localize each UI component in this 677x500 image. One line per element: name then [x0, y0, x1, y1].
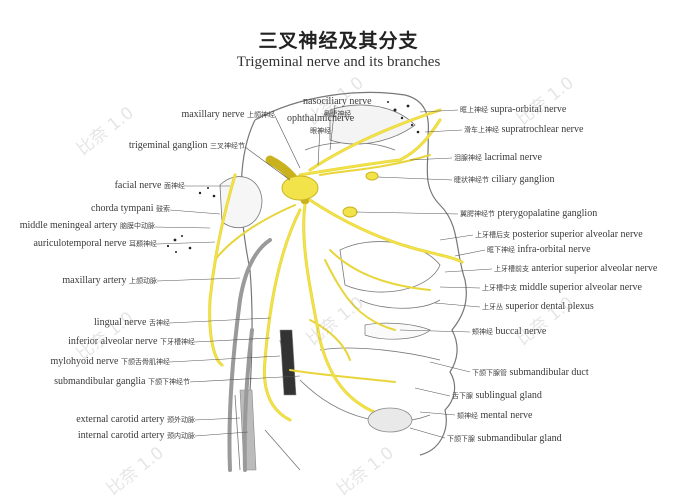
nerve-fill [208, 109, 463, 421]
label-buccal-nerve: 颊神经 buccal nerve [472, 326, 547, 337]
label-lacrimal-nerve: 泪腺神经 lacrimal nerve [454, 152, 542, 163]
label-superior-dental-plexus: 上牙丛 superior dental plexus [482, 301, 594, 312]
label-middle-meningeal-artery: middle meningeal artery 脑膜中动脉 [19, 220, 155, 231]
label-submandibular-duct: 下颌下腺管 submandibular duct [472, 367, 589, 378]
label-supratrochlear-nerve: 滑车上神经 supratrochlear nerve [464, 124, 584, 135]
label-chorda-tympani: chorda tympani 鼓索 [91, 203, 170, 214]
pterygopalatine-ganglion-shape [342, 206, 358, 218]
leader-lines-left [154, 115, 301, 437]
label-trigeminal-ganglion: trigeminal ganglion 三叉神经节 [128, 140, 245, 151]
label-facial-nerve: facial nerve 面神经 [114, 180, 185, 191]
label-sublingual-gland: 舌下腺 sublingual gland [452, 390, 542, 401]
label-maxillary-nerve: maxillary nerve 上颌神经 [181, 109, 275, 120]
title-chinese: 三叉神经及其分支 [258, 30, 419, 52]
bone-texture [166, 101, 420, 253]
label-mental-nerve: 颏神经 mental nerve [457, 410, 533, 421]
label-pterygopalatine-ganglion: 翼腭神经节 pterygopalatine ganglion [460, 208, 598, 219]
label-lingual-nerve: lingual nerve 舌神经 [94, 317, 170, 328]
label-submandibular-gland: 下颌下腺 submandibular gland [447, 433, 562, 444]
label-maxillary-artery: maxillary artery 上颌动脉 [62, 275, 157, 286]
submandibular-gland-shape [367, 407, 413, 433]
leader-lines-right [355, 109, 493, 439]
label-external-carotid-artery: external carotid artery 颈外动脉 [76, 414, 195, 425]
label-middle-superior-alveolar-nerve: 上牙槽中支 middle superior alveolar nerve [482, 282, 642, 293]
label-submandibular-ganglia: submandibular ganglia 下颌下神经节 [54, 376, 190, 387]
label-internal-carotid-artery: internal carotid artery 颈内动脉 [77, 430, 195, 441]
trigeminal-ganglion-shape [281, 175, 319, 201]
arteries [227, 238, 272, 472]
label-supra-orbital-nerve: 眶上神经 supra-orbital nerve [460, 104, 567, 115]
label-inferior-alveolar-nerve: inferior alveolar nerve 下牙槽神经 [68, 336, 195, 347]
ciliary-ganglion-shape [365, 171, 379, 181]
leader-lines-top [317, 104, 336, 166]
title-english: Trigeminal nerve and its branches [236, 54, 441, 70]
label-posterior-superior-alveolar-nerve: 上牙槽后支 posterior superior alveolar nerve [475, 229, 643, 240]
label-auriculotemporal-nerve: auriculotemporal nerve 耳颞神经 [33, 238, 157, 249]
label-ciliary-ganglion: 睫状神经节 ciliary ganglion [454, 174, 555, 185]
label-anterior-superior-alveolar-nerve: 上牙槽前支 anterior superior alveolar nerve [494, 263, 658, 274]
label-mylohyoid-nerve: mylohyoid nerve 下颌舌骨肌神经 [50, 356, 170, 367]
label-infra-orbital-nerve: 眶下神经 infra-orbital nerve [487, 244, 591, 255]
